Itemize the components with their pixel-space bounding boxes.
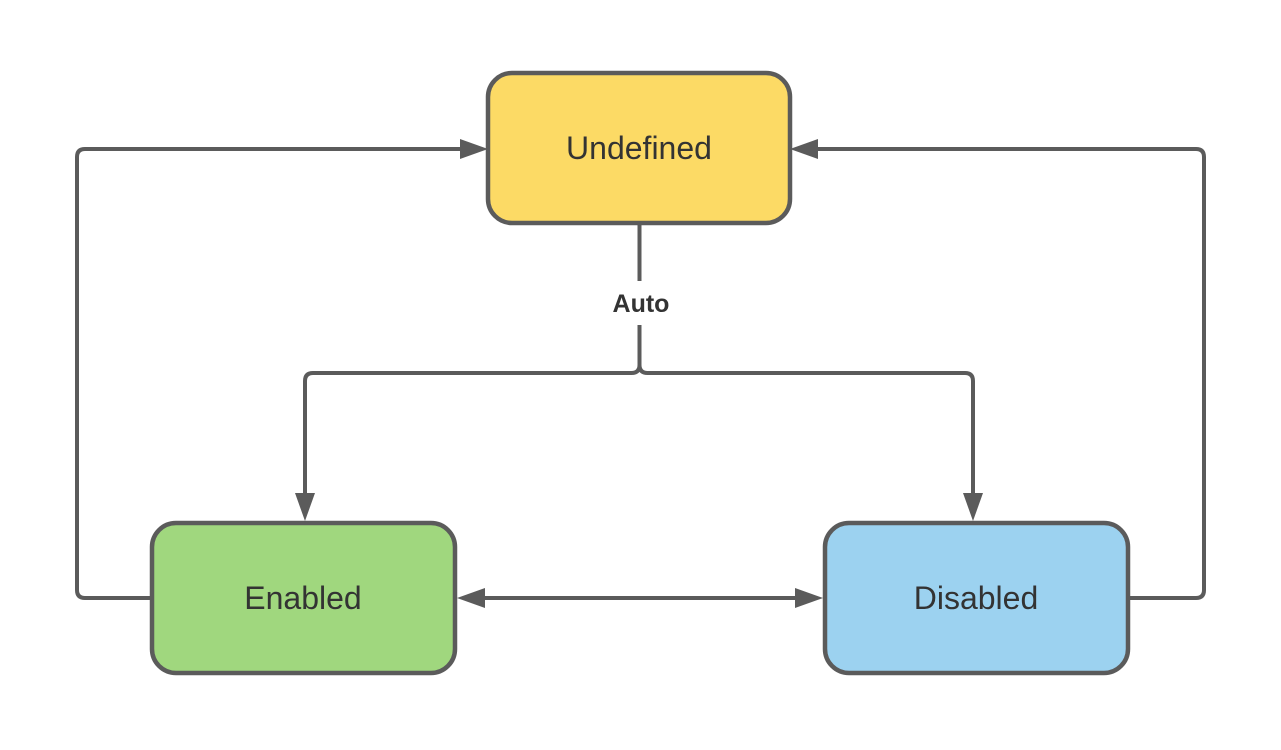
node-enabled[interactable]: Enabled bbox=[149, 520, 458, 676]
arrowhead-undefined-to-disabled bbox=[963, 493, 983, 521]
arrowhead-disabled-to-enabled bbox=[457, 588, 485, 608]
edge-undefined-to-disabled bbox=[637, 223, 975, 495]
arrowhead-enabled-to-disabled bbox=[795, 588, 823, 608]
edge-disabled-to-undefined bbox=[816, 147, 1206, 600]
edge-label-auto: Auto bbox=[613, 290, 670, 318]
node-enabled-label: Enabled bbox=[244, 580, 361, 616]
edge-undefined-to-enabled bbox=[303, 223, 642, 495]
node-disabled-label: Disabled bbox=[914, 580, 1039, 616]
edge-label-auto-bg bbox=[597, 281, 685, 325]
node-undefined-label: Undefined bbox=[566, 130, 712, 166]
edge-enabled-to-undefined bbox=[75, 147, 462, 600]
arrowhead-disabled-to-undefined bbox=[790, 139, 818, 159]
node-undefined-shape[interactable] bbox=[485, 70, 793, 226]
arrowhead-undefined-to-enabled bbox=[295, 493, 315, 521]
node-disabled[interactable]: Disabled bbox=[822, 520, 1131, 676]
arrowhead-enabled-to-undefined bbox=[460, 139, 488, 159]
edge-label-auto-group: Auto bbox=[597, 281, 685, 325]
node-disabled-shape[interactable] bbox=[822, 520, 1131, 676]
node-enabled-shape[interactable] bbox=[149, 520, 458, 676]
node-undefined[interactable]: Undefined bbox=[485, 70, 793, 226]
